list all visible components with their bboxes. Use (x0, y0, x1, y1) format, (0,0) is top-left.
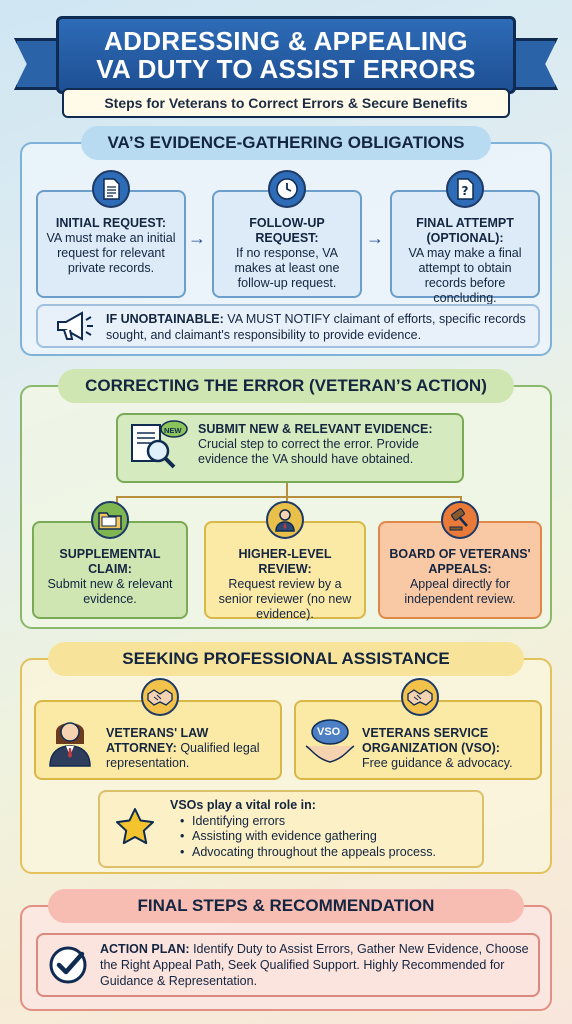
section-title: FINAL STEPS & RECOMMENDATION (48, 889, 524, 923)
option-higher-level-review: HIGHER-LEVEL REVIEW: Request review by a… (204, 501, 366, 621)
action-plan-box: ACTION PLAN: Identify Duty to Assist Err… (36, 933, 540, 997)
arrow-right-icon: → (366, 228, 384, 248)
page-title-line2: VA DUTY TO ASSIST ERRORS (96, 54, 476, 84)
connector-line (116, 496, 462, 498)
card-heading: INITIAL REQUEST: (55, 216, 167, 230)
notify-heading: IF UNOBTAINABLE: (106, 312, 224, 326)
attorney-body: Qualified legal representation. (106, 741, 260, 770)
clock-icon (268, 170, 306, 208)
section-title: VA’S EVIDENCE-GATHERING OBLIGATIONS (81, 126, 491, 160)
option-supplemental-claim: SUPPLEMENTAL CLAIM: Submit new & relevan… (32, 501, 188, 619)
option-body: Request review by a senior reviewer (no … (218, 577, 352, 621)
card-heading: FOLLOW-UP REQUEST: (249, 216, 325, 245)
question-document-icon: ? (446, 170, 484, 208)
vso-body: Free guidance & advocacy. (362, 756, 513, 770)
checkmark-icon (48, 945, 88, 989)
vso-heading: VETERANS SERVICE ORGANIZATION (VSO): (362, 726, 500, 755)
section-correcting-error: CORRECTING THE ERROR (VETERAN’S ACTION) … (20, 369, 552, 629)
connector-line (286, 483, 288, 497)
evidence-heading: SUBMIT NEW & RELEVANT EVIDENCE: (198, 422, 433, 436)
card-veterans-service-organization: VSO VETERANS SERVICE ORGANIZATION (VSO):… (294, 678, 542, 780)
option-board-of-veterans-appeals: BOARD OF VETERANS' APPEALS: Appeal direc… (378, 501, 542, 619)
evidence-body: Crucial step to correct the error. Provi… (198, 437, 419, 466)
vso-role-list: Identifying errors Assisting with eviden… (170, 814, 476, 861)
section-title: CORRECTING THE ERROR (VETERAN’S ACTION) (58, 369, 514, 403)
vso-role-box: VSOs play a vital role in: Identifying e… (98, 790, 484, 868)
card-final-attempt: ? FINAL ATTEMPT (OPTIONAL): VA may make … (390, 170, 540, 305)
card-heading: FINAL ATTEMPT (OPTIONAL): (416, 216, 514, 245)
page-title-line1: ADDRESSING & APPEALING (104, 26, 468, 56)
vso-hands-icon: VSO (304, 716, 356, 772)
section-professional-assistance: SEEKING PROFESSIONAL ASSISTANCE VETERANS… (20, 642, 552, 874)
gavel-icon (441, 501, 479, 539)
card-body: If no response, VA makes at least one fo… (234, 246, 340, 290)
notify-emphasis: VA MUST NOTIFY (227, 312, 331, 326)
attorney-heading: VETERANS' LAW ATTORNEY: (106, 726, 209, 755)
document-icon (92, 170, 130, 208)
attorney-avatar (46, 712, 94, 772)
notify-box: IF UNOBTAINABLE: VA MUST NOTIFY claimant… (36, 304, 540, 348)
arrow-right-icon: → (188, 228, 206, 248)
evidence-box: NEW SUBMIT NEW & RELEVANT EVIDENCE: Cruc… (116, 413, 464, 483)
new-badge: NEW (164, 426, 182, 435)
notify-body: claimant of efforts, specific records so… (106, 312, 526, 342)
handshake-icon (141, 678, 179, 716)
vso-badge: VSO (317, 726, 341, 738)
megaphone-icon (54, 310, 94, 346)
star-icon (114, 806, 156, 853)
title-banner: ADDRESSING & APPEALING VA DUTY TO ASSIST… (56, 16, 516, 94)
action-body: Identify Duty to Assist Errors, Gather N… (100, 942, 529, 988)
section-title: SEEKING PROFESSIONAL ASSISTANCE (48, 642, 524, 676)
reviewer-icon (266, 501, 304, 539)
option-body: Submit new & relevant evidence. (47, 577, 173, 606)
list-item: Assisting with evidence gathering (180, 829, 476, 845)
card-veterans-law-attorney: VETERANS' LAW ATTORNEY: Qualified legal … (34, 678, 282, 780)
card-follow-up-request: FOLLOW-UP REQUEST: If no response, VA ma… (212, 170, 362, 298)
handshake-icon (401, 678, 439, 716)
list-item: Identifying errors (180, 814, 476, 830)
option-heading: BOARD OF VETERANS' APPEALS: (389, 547, 531, 576)
action-heading: ACTION PLAN: (100, 942, 190, 956)
option-heading: SUPPLEMENTAL CLAIM: (59, 547, 161, 576)
option-body: Appeal directly for independent review. (404, 577, 516, 606)
header-banner: ADDRESSING & APPEALING VA DUTY TO ASSIST… (0, 8, 572, 123)
folder-icon (91, 501, 129, 539)
list-item: Advocating throughout the appeals proces… (180, 845, 476, 861)
card-body: VA may make a final attempt to obtain re… (408, 246, 522, 305)
page-subtitle: Steps for Veterans to Correct Errors & S… (62, 88, 510, 118)
card-initial-request: INITIAL REQUEST: VA must make an initial… (36, 170, 186, 298)
option-heading: HIGHER-LEVEL REVIEW: (238, 547, 332, 576)
section-final-steps: FINAL STEPS & RECOMMENDATION ACTION PLAN… (20, 889, 552, 1011)
card-body: VA must make an initial request for rele… (46, 231, 176, 275)
section-evidence-obligations: VA’S EVIDENCE-GATHERING OBLIGATIONS INIT… (20, 126, 552, 356)
magnifier-document-icon: NEW (128, 419, 188, 479)
svg-text:?: ? (462, 184, 469, 198)
vso-role-heading: VSOs play a vital role in: (170, 798, 316, 812)
